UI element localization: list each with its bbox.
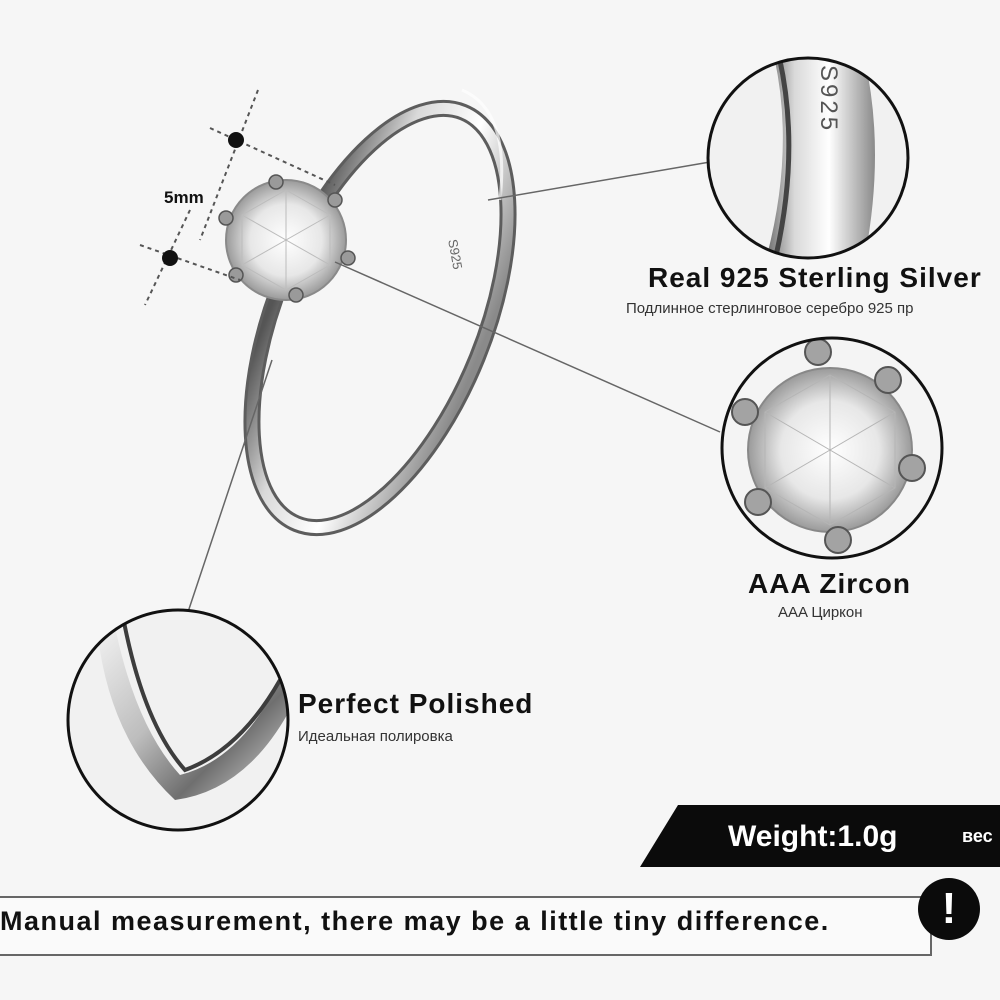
ring — [243, 88, 517, 537]
exclamation-icon: ! — [918, 878, 980, 940]
dimension-marker — [139, 89, 336, 306]
feature-title-silver: Real 925 Sterling Silver — [648, 262, 982, 293]
callout-lines — [187, 161, 721, 613]
weight-secondary: вес — [962, 826, 993, 846]
feature-subtitle-silver: Подлинное стерлинговое серебро 925 пр — [626, 300, 914, 317]
measurement-notice — [0, 896, 932, 956]
dimension-dot-bottom — [162, 250, 178, 266]
feature-title-polished: Perfect Polished — [298, 688, 534, 719]
detail-circle-zircon — [720, 336, 944, 560]
notice-text: Manual measurement, there may be a littl… — [0, 906, 830, 936]
dimension-dot-top — [228, 132, 244, 148]
feature-subtitle-polished: Идеальная полировка — [298, 728, 453, 745]
feature-title-zircon: AAA Zircon — [748, 568, 911, 599]
detail-circle-stamp — [706, 56, 910, 260]
weight-label: Weight:1.0g — [728, 820, 898, 853]
ring-setting — [218, 174, 356, 303]
feature-subtitle-zircon: AAA Циркон — [778, 604, 863, 621]
detail-circle-polished — [66, 608, 290, 832]
detail-stamp: S925 — [815, 65, 842, 134]
dimension-label: 5mm — [164, 188, 204, 207]
weight-banner — [640, 805, 1000, 867]
